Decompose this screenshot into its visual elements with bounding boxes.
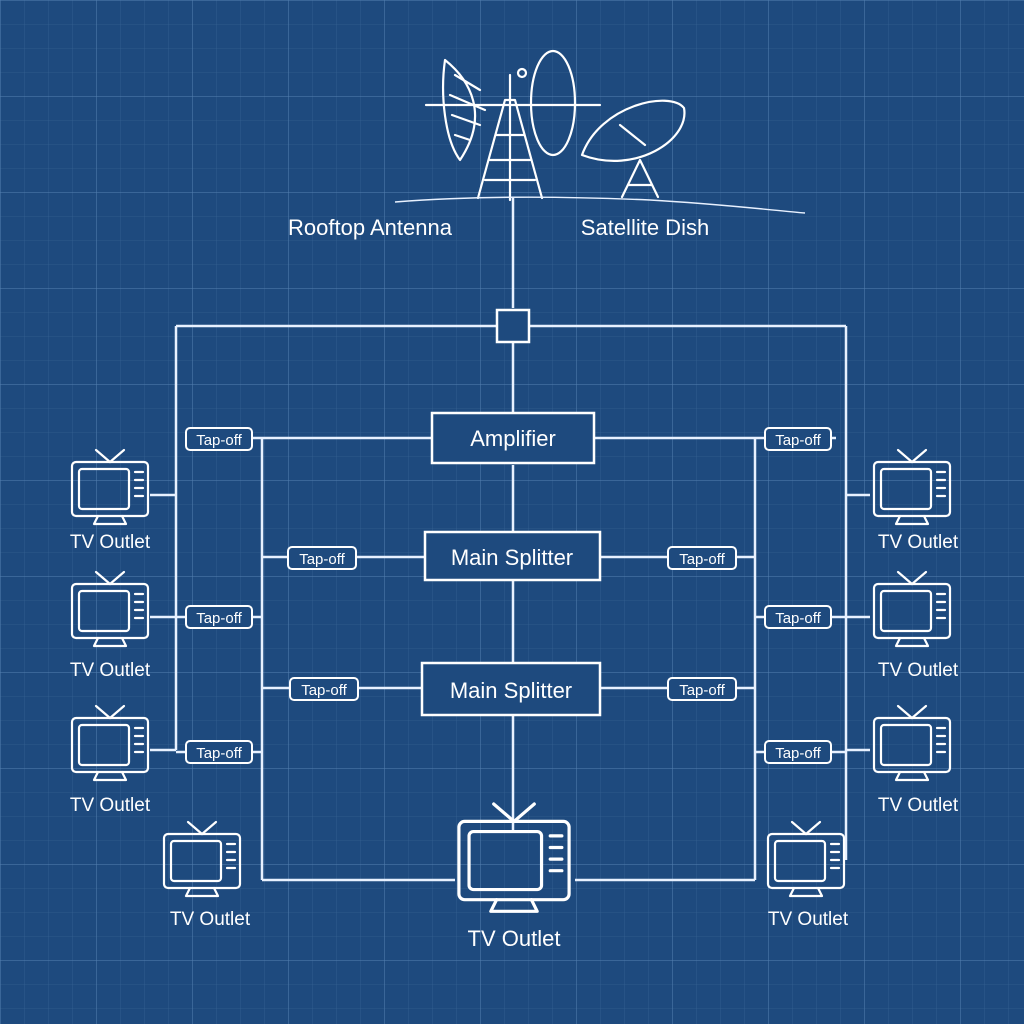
tv-outlet: TV Outlet (872, 704, 959, 816)
main-splitter-2: Main Splitter (420, 661, 602, 717)
junction-block (495, 308, 531, 344)
tv-outlet: TV Outlet (766, 820, 849, 930)
svg-text:Tap-off: Tap-off (299, 551, 345, 568)
svg-text:Tap-off: Tap-off (196, 610, 242, 627)
svg-text:TV Outlet: TV Outlet (70, 660, 151, 681)
svg-text:TV Outlet: TV Outlet (878, 660, 959, 681)
splitter-label: Main Splitter (451, 545, 573, 570)
svg-text:Tap-off: Tap-off (196, 432, 242, 449)
satellite-dish-icon (580, 99, 686, 199)
dish-label: Satellite Dish (581, 215, 709, 240)
antenna-label: Rooftop Antenna (288, 215, 453, 240)
tv-outlet: TV Outlet (70, 704, 151, 816)
tv-outlet: TV Outlet (162, 820, 251, 930)
tv-outlet: TV Outlet (70, 570, 151, 681)
svg-text:Tap-off: Tap-off (679, 551, 725, 568)
tap-off: Tap-off (289, 677, 359, 701)
svg-text:Tap-off: Tap-off (301, 682, 347, 699)
antenna-icon (424, 49, 602, 202)
tap-off: Tap-off (764, 427, 832, 451)
tv-outlet-main: TV Outlet (457, 802, 571, 951)
svg-text:Tap-off: Tap-off (775, 745, 821, 762)
main-splitter-1: Main Splitter (423, 530, 602, 582)
tap-off: Tap-off (764, 740, 832, 764)
splitter-label: Main Splitter (450, 678, 572, 703)
amplifier-label: Amplifier (470, 426, 556, 451)
tv-outlet: TV Outlet (70, 448, 151, 553)
svg-text:TV Outlet: TV Outlet (468, 926, 561, 951)
tap-off: Tap-off (185, 427, 253, 451)
tap-off: Tap-off (287, 546, 357, 570)
tap-off: Tap-off (667, 677, 737, 701)
svg-text:Tap-off: Tap-off (196, 745, 242, 762)
tv-outlet: TV Outlet (872, 448, 959, 553)
tap-off: Tap-off (667, 546, 737, 570)
tap-off: Tap-off (185, 740, 253, 764)
amplifier-box: Amplifier (430, 411, 596, 465)
tap-off: Tap-off (764, 605, 832, 629)
svg-text:TV Outlet: TV Outlet (70, 795, 151, 816)
tv-outlet: TV Outlet (872, 570, 959, 681)
svg-text:TV Outlet: TV Outlet (768, 909, 849, 930)
tap-off: Tap-off (185, 605, 253, 629)
svg-text:TV Outlet: TV Outlet (170, 909, 251, 930)
svg-text:TV Outlet: TV Outlet (878, 532, 959, 553)
roofline (394, 196, 806, 214)
svg-text:Tap-off: Tap-off (775, 610, 821, 627)
svg-text:TV Outlet: TV Outlet (70, 532, 151, 553)
svg-text:Tap-off: Tap-off (775, 432, 821, 449)
svg-text:TV Outlet: TV Outlet (878, 795, 959, 816)
svg-text:Tap-off: Tap-off (679, 682, 725, 699)
